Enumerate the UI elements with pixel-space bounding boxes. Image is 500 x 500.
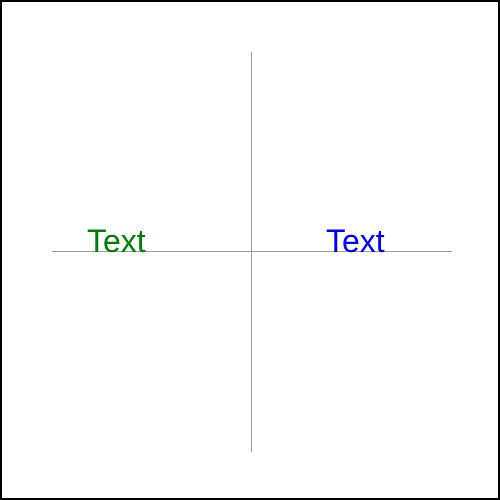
right-text-label: Text <box>326 223 385 259</box>
horizontal-guide-line <box>52 251 452 252</box>
left-text-label: Text <box>87 223 146 259</box>
vertical-guide-line <box>251 52 252 452</box>
